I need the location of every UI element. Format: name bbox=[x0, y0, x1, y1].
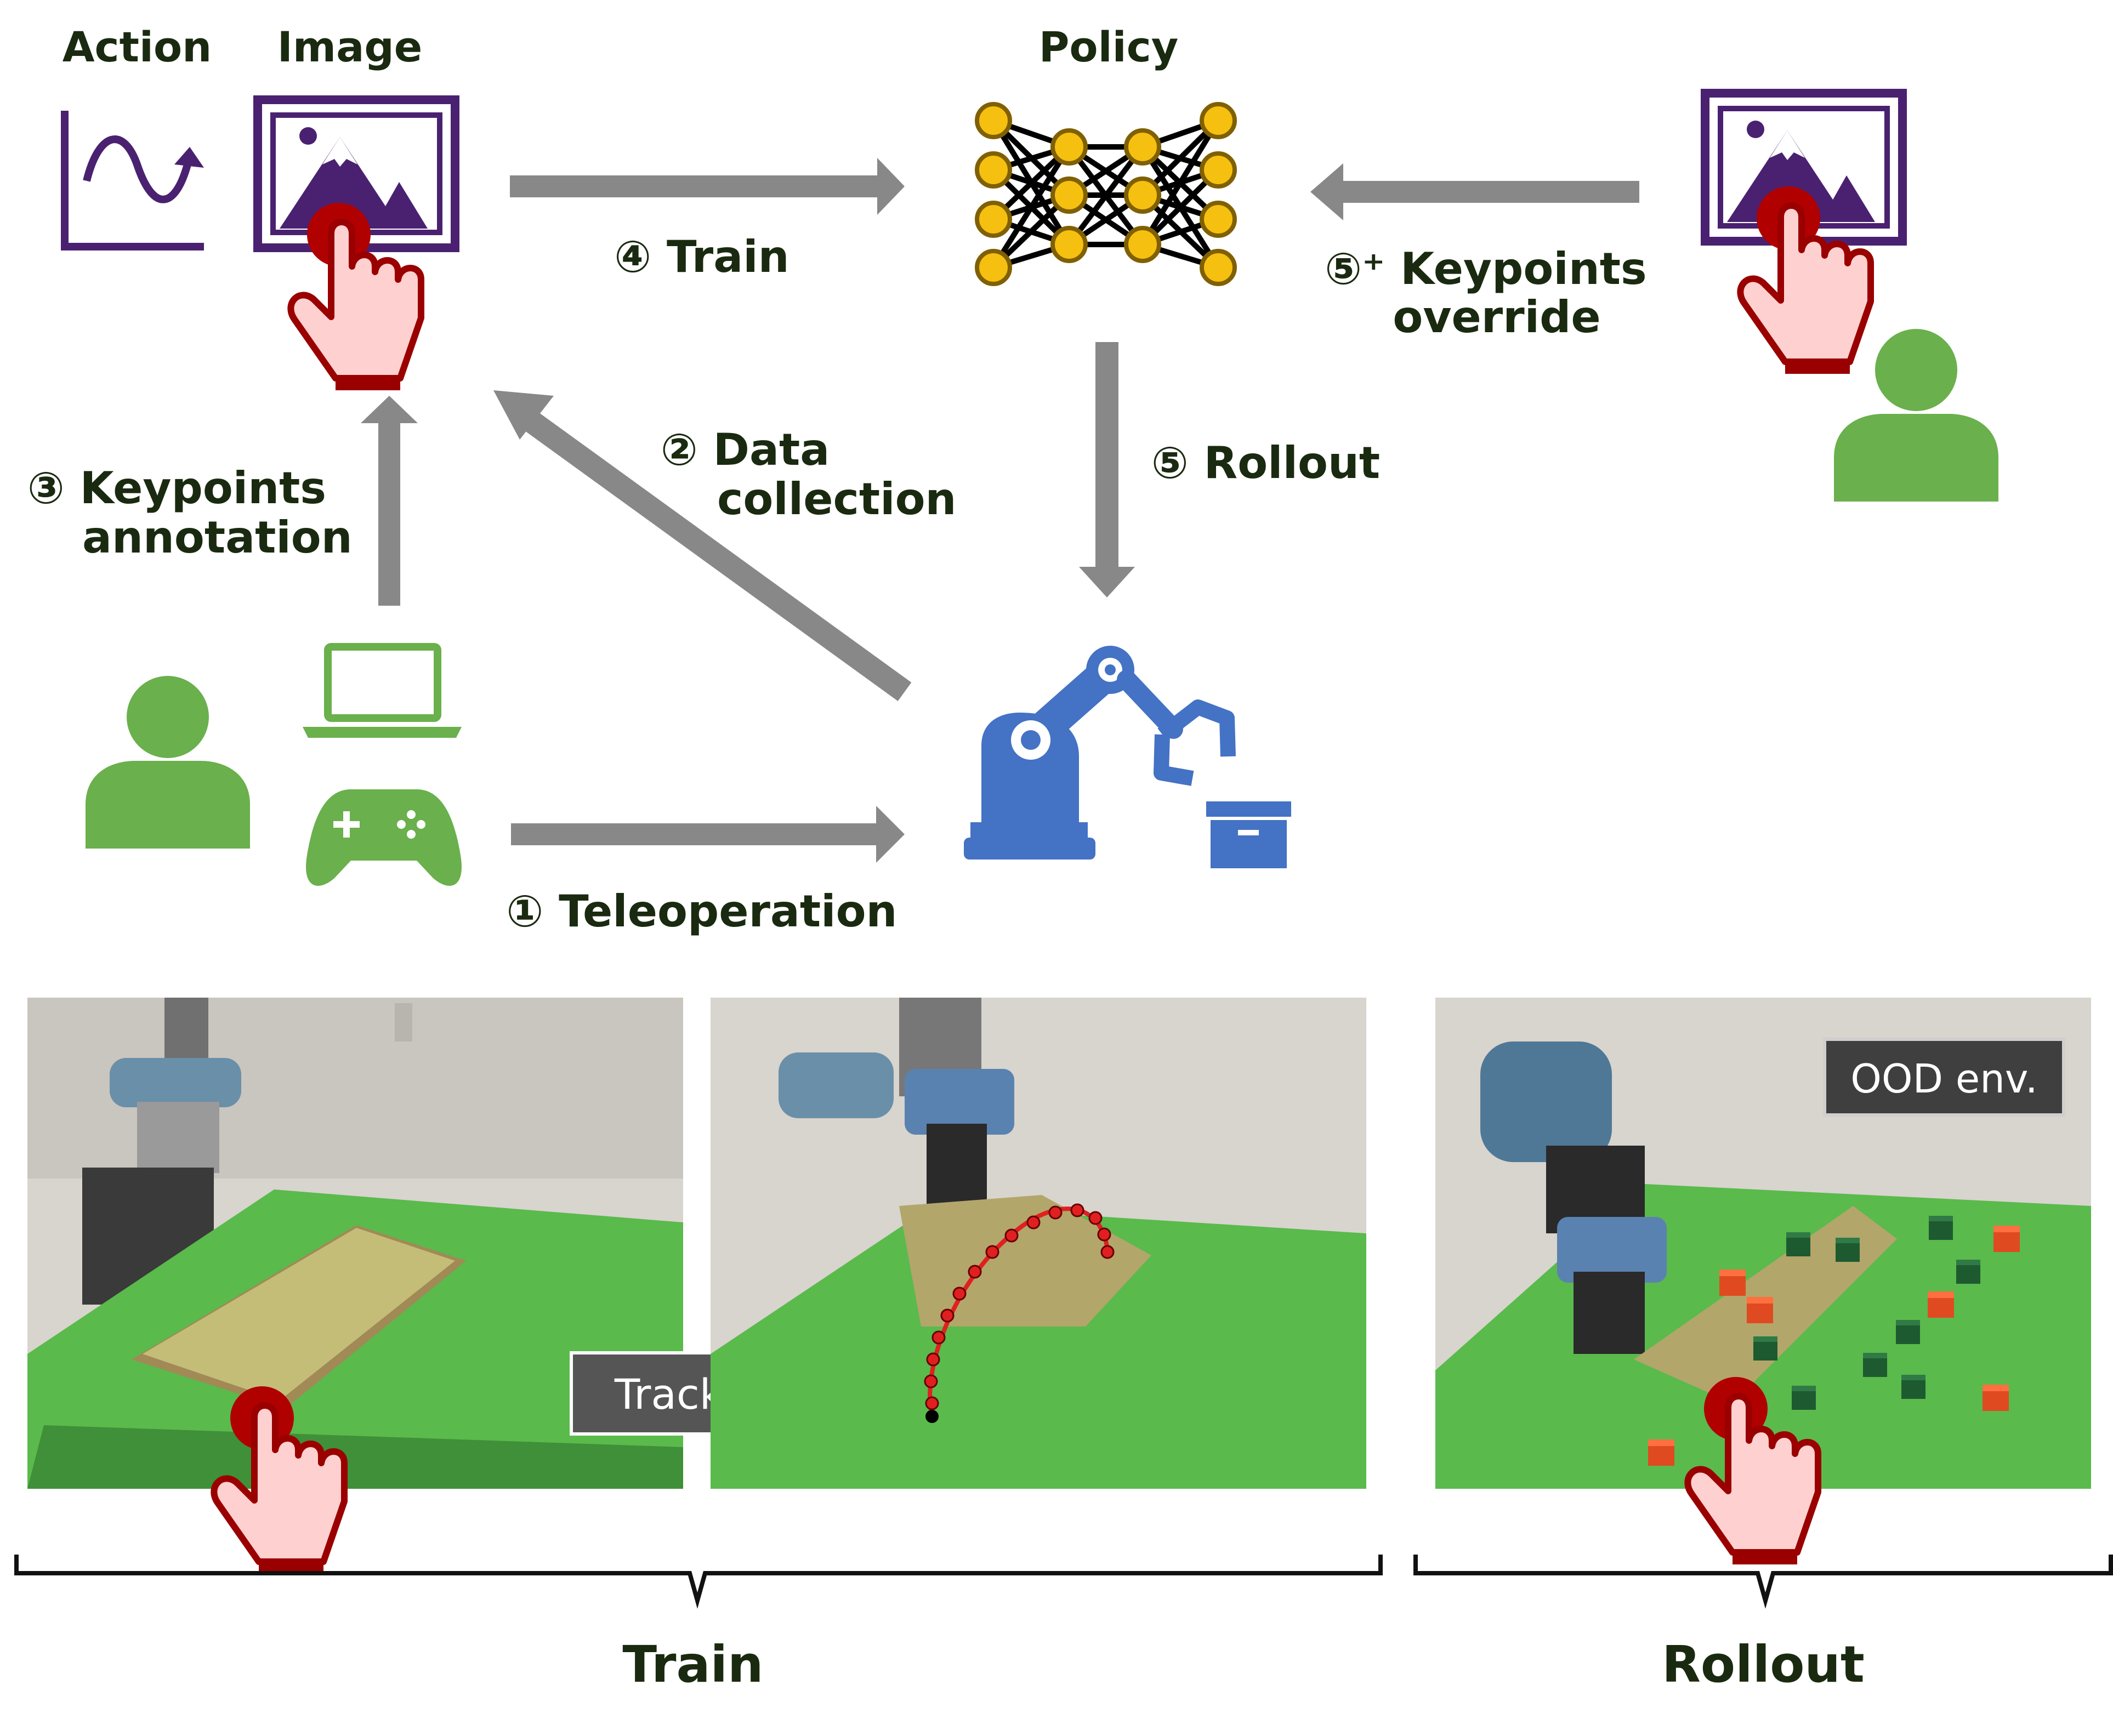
rollout-step-label: ⑤ Rollout bbox=[1151, 437, 1380, 488]
train-brace bbox=[14, 1555, 1383, 1609]
user-icon-rollout bbox=[1834, 329, 1998, 502]
photo-train-annotation bbox=[27, 998, 683, 1489]
keypoints-annotation-label-1: ③ Keypoints bbox=[27, 463, 326, 514]
trajectory-points bbox=[924, 1203, 1115, 1410]
train-step-label: ④ Train bbox=[614, 231, 789, 282]
action-curve-icon bbox=[61, 111, 204, 251]
rollout-section-label: Rollout bbox=[1662, 1635, 1865, 1694]
robot-arm-icon bbox=[964, 646, 1236, 860]
laptop-icon bbox=[303, 643, 462, 738]
arrow-train bbox=[510, 158, 905, 215]
ood-env-label: OOD env. bbox=[1850, 1056, 2038, 1102]
data-collection-label-2: collection bbox=[717, 474, 956, 525]
keypoints-annotation-label-2: annotation bbox=[82, 512, 353, 563]
image-label: Image bbox=[277, 22, 423, 71]
action-label: Action bbox=[63, 22, 212, 71]
keypoints-override-label-1: ⑤⁺ Keypoints bbox=[1325, 243, 1646, 294]
arrow-data-collection bbox=[493, 390, 912, 702]
photo-rollout-ood: OOD env. bbox=[1435, 998, 2091, 1489]
photo-train-tracked bbox=[711, 998, 1366, 1489]
arrow-teleoperation bbox=[511, 806, 905, 863]
neural-network-icon bbox=[975, 102, 1237, 286]
policy-label: Policy bbox=[1039, 22, 1179, 71]
rollout-brace bbox=[1413, 1555, 2113, 1609]
box-icon bbox=[1206, 801, 1291, 868]
arrow-rollout bbox=[1079, 342, 1135, 597]
data-collection-label-1: ② Data bbox=[661, 424, 830, 475]
arrow-keypoints-override bbox=[1310, 163, 1639, 220]
train-section-label: Train bbox=[622, 1635, 763, 1694]
keypoints-override-label-2: override bbox=[1393, 292, 1600, 343]
teleoperation-label: ① Teleoperation bbox=[507, 886, 898, 937]
arrow-keypoints-annotation bbox=[361, 396, 418, 606]
user-icon-operator bbox=[86, 676, 250, 849]
gamepad-icon bbox=[306, 789, 462, 886]
